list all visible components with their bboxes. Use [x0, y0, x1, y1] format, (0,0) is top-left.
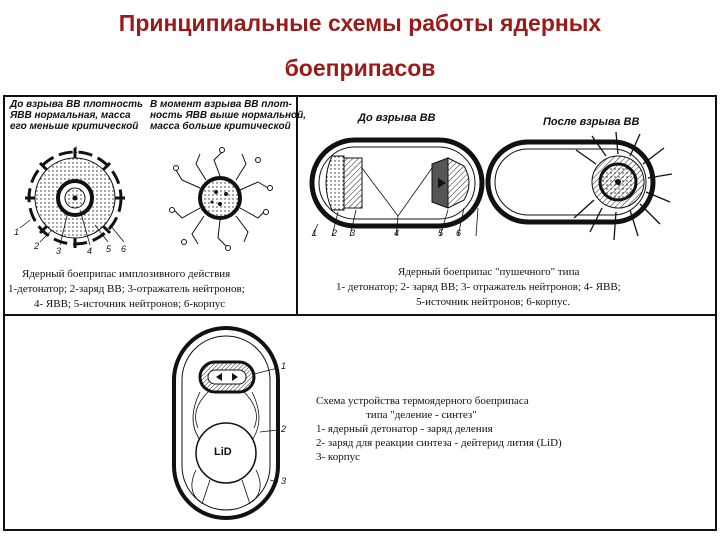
thermo-caption-line4: 2- заряд для реакции синтеза - дейтерид …: [316, 437, 562, 449]
divider-vertical: [296, 95, 298, 315]
thermo-caption-line5: 3- корпус: [316, 451, 360, 463]
implosion-number-3: 3: [56, 246, 62, 256]
page-title-line2: боеприпасов: [284, 55, 436, 81]
thermo-center-label: LiD: [214, 446, 232, 458]
implosion-after-label-line2: ность ЯВВ выше нормальной,: [150, 110, 307, 121]
implosion-after-label-line3: масса больше критической: [150, 121, 291, 132]
implosion-number-5: 5: [106, 244, 112, 254]
implosion-caption-line1: Ядерный боеприпас имплозивного действия: [22, 268, 231, 280]
thermo-caption-line3: 1- ядерный детонатор - заряд деления: [316, 423, 493, 435]
implosion-after-label-line1: В момент взрыва ВВ плот-: [150, 99, 292, 110]
gun-number-6: 6: [456, 228, 462, 238]
gun-caption-line3: 5-источник нейтронов; 6-корпус.: [416, 296, 571, 308]
thermo-number-1: 1: [281, 361, 287, 371]
implosion-after-bomb: [169, 147, 273, 251]
gun-figure: [309, 131, 673, 241]
gun-number-4: 4: [394, 228, 400, 238]
implosion-number-2: 2: [34, 241, 40, 251]
gun-caption-line2: 1- детонатор; 2- заряд ВВ; 3- отражатель…: [336, 281, 621, 293]
implosion-before-bomb: [19, 148, 125, 248]
gun-before-label: До взрыва ВВ: [358, 112, 436, 124]
implosion-figure: [19, 147, 273, 251]
gun-number-1: 1: [312, 228, 318, 238]
thermo-figure: [172, 326, 280, 520]
implosion-before-label-line1: До взрыва ВВ плотность: [10, 99, 143, 110]
implosion-before-label-line2: ЯВВ нормальная, масса: [10, 110, 131, 121]
implosion-number-1-top: 1: [73, 145, 79, 155]
gun-number-5: 5: [438, 228, 444, 238]
gun-before-bomb: [309, 137, 485, 237]
implosion-number-4: 4: [87, 246, 93, 256]
gun-after-bomb: [485, 131, 673, 241]
thermo-bomb: [172, 326, 280, 520]
implosion-number-6: 6: [121, 244, 127, 254]
gun-after-label: После взрыва ВВ: [543, 116, 640, 128]
gun-caption-line1: Ядерный боеприпас "пушечного" типа: [398, 266, 580, 278]
diagram-frame: [3, 95, 717, 531]
implosion-caption-line2: 1-детонатор; 2-заряд ВВ; 3-отражатель не…: [8, 283, 245, 295]
implosion-before-label-line3: его меньше критической: [10, 121, 139, 132]
implosion-caption-line3: 4- ЯВВ; 5-источник нейтронов; 6-корпус: [34, 298, 226, 310]
thermo-number-2: 2: [281, 424, 287, 434]
implosion-number-1: 1: [14, 227, 20, 237]
page-title-line1: Принципиальные схемы работы ядерных: [118, 10, 602, 36]
divider-horizontal: [3, 314, 717, 316]
gun-number-3: 3: [350, 228, 356, 238]
gun-number-2: 2: [332, 228, 338, 238]
thermo-caption-line2: типа "деление - синтез": [366, 409, 477, 421]
thermo-caption-line1: Схема устройства термоядерного боеприпас…: [316, 395, 529, 407]
thermo-number-3: 3: [281, 476, 287, 486]
